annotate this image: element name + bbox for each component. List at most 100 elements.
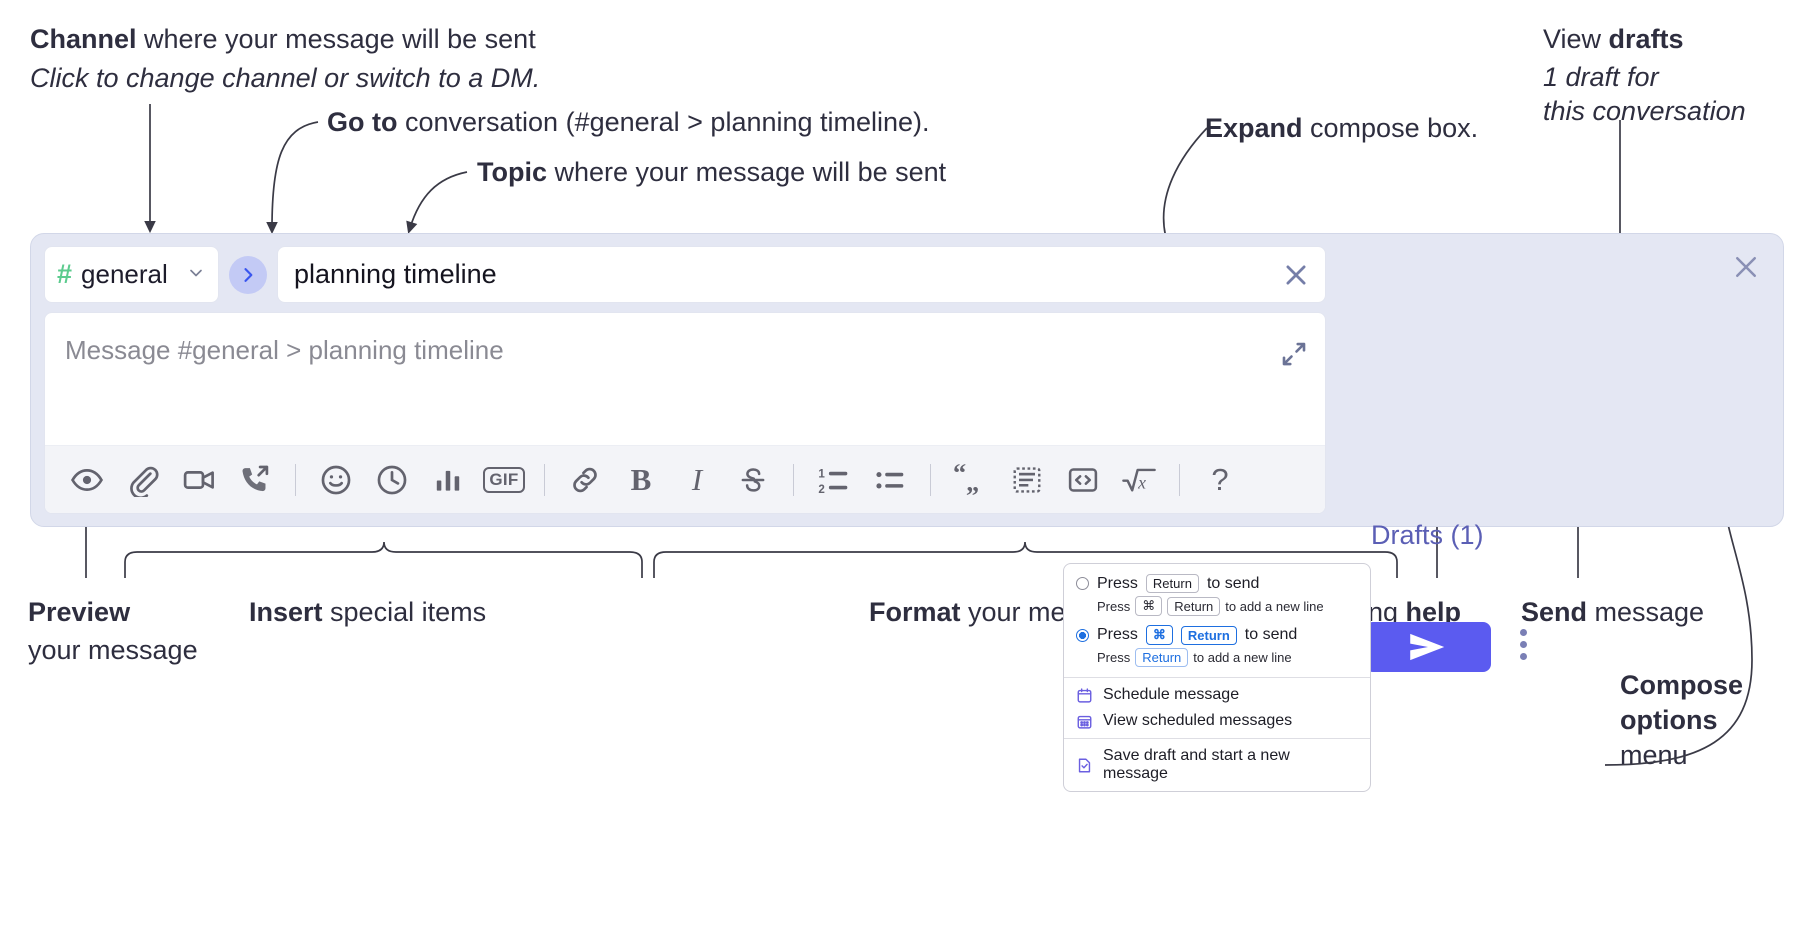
toolbar-divider — [793, 463, 794, 496]
annotation-expand-rest: compose box. — [1302, 113, 1479, 143]
link-icon — [573, 467, 597, 492]
question-mark-icon: ? — [1211, 461, 1229, 497]
drafts-link[interactable]: Drafts (1) — [1371, 520, 1484, 550]
goto-conversation-button[interactable] — [229, 255, 267, 294]
eye-icon — [70, 468, 104, 491]
italic-button[interactable]: I — [671, 454, 723, 506]
code-block-button[interactable] — [1001, 454, 1053, 506]
menu-item-save-draft[interactable]: Save draft and start a new message — [1064, 739, 1370, 791]
radio-selected[interactable] — [1076, 628, 1089, 642]
toolbar-divider — [1179, 463, 1180, 496]
annotation-channel-sub: Click to change channel or switch to a D… — [30, 62, 541, 93]
option1-sub-key1: ⌘ — [1135, 596, 1163, 616]
inline-code-button[interactable] — [1057, 454, 1109, 506]
channel-select[interactable]: # general — [44, 246, 219, 303]
toolbar-divider — [544, 463, 545, 496]
menu-item-schedule-message[interactable]: Schedule message — [1064, 678, 1370, 712]
option2-sub-post: to add a new line — [1193, 650, 1292, 665]
option2-sub-key: Return — [1135, 648, 1189, 667]
video-clip-button[interactable] — [173, 454, 225, 506]
annotation-compose-options-bold1: Compose — [1620, 670, 1744, 700]
audio-clip-button[interactable] — [229, 454, 281, 506]
gif-button[interactable]: GIF — [478, 454, 530, 506]
chevron-down-icon — [186, 259, 206, 290]
radio-unselected[interactable] — [1076, 577, 1089, 590]
message-placeholder: Message #general > planning timeline — [65, 335, 504, 365]
annotation-drafts-lead: View — [1543, 24, 1609, 54]
ellipsis-dot — [1519, 653, 1527, 660]
annotation-channel-bold: Channel — [30, 24, 137, 54]
option1-sub-pre: Press — [1097, 598, 1131, 614]
annotation-drafts-bold: drafts — [1608, 24, 1684, 54]
toolbar-divider — [295, 463, 296, 496]
send-paper-plane-icon — [1410, 633, 1445, 661]
svg-text:2: 2 — [818, 482, 824, 495]
svg-text:1: 1 — [818, 467, 825, 480]
option1-key: Return — [1145, 574, 1199, 593]
ordered-list-button[interactable]: 1 2 — [808, 454, 860, 506]
topic-field[interactable]: planning timeline — [277, 246, 1326, 303]
option2-sub-pre: Press — [1097, 650, 1131, 665]
annotation-goto-rest: conversation (#general > planning timeli… — [397, 107, 930, 137]
formatting-help-button[interactable]: ? — [1194, 454, 1246, 506]
paperclip-icon — [130, 466, 159, 497]
annotation-insert: Insert special items — [249, 595, 609, 630]
option1-post: to send — [1206, 574, 1260, 592]
math-button[interactable]: x — [1113, 454, 1165, 506]
annotation-send-rest: message — [1587, 597, 1705, 627]
compose-options-menu-button[interactable] — [1512, 629, 1534, 660]
strikethrough-button[interactable] — [727, 454, 779, 506]
option1-pre: Press — [1097, 574, 1138, 592]
hash-icon: # — [57, 259, 73, 289]
schedule-button[interactable] — [366, 454, 418, 506]
blockquote-button[interactable]: “ „ — [945, 454, 997, 506]
square-root-icon: x — [1122, 468, 1156, 492]
video-camera-icon — [183, 470, 214, 489]
message-input-box[interactable]: Message #general > planning timeline — [44, 312, 1326, 514]
annotation-compose-options: Compose options menu — [1620, 668, 1814, 773]
annotation-drafts: View drafts 1 draft for this conversatio… — [1543, 22, 1814, 129]
bold-button[interactable]: B — [615, 454, 667, 506]
code-block-icon — [1013, 466, 1041, 493]
annotation-preview-sub: your message — [28, 634, 198, 665]
code-brackets-icon — [1068, 467, 1098, 492]
bulleted-list-button[interactable] — [864, 454, 916, 506]
send-button[interactable] — [1365, 622, 1491, 672]
link-button[interactable] — [559, 454, 611, 506]
chevron-right-icon — [244, 267, 253, 282]
compose-panel: # general planning timeline M — [30, 233, 1784, 672]
attach-button[interactable] — [117, 454, 169, 506]
close-compose-icon[interactable] — [1731, 252, 1761, 287]
clear-topic-icon[interactable] — [1281, 260, 1311, 290]
annotation-compose-options-rest: menu — [1620, 740, 1688, 771]
annotation-topic-rest: where your message will be sent — [547, 157, 947, 187]
option-return-to-send[interactable]: Press Return to send — [1076, 574, 1358, 593]
quote-icon: “ „ — [953, 463, 979, 497]
option1-sub-key2: Return — [1167, 596, 1221, 616]
formatting-toolbar: GIF B I — [45, 445, 1325, 513]
annotation-topic-bold: Topic — [477, 157, 547, 187]
option1-sub-post: to add a new line — [1225, 598, 1324, 614]
option2-key2: Return — [1180, 625, 1237, 645]
option1-sub: Press ⌘ Return to add a new line — [1097, 596, 1358, 616]
calendar-grid-icon — [1076, 713, 1093, 730]
bulleted-list-icon — [876, 471, 904, 488]
preview-button[interactable] — [61, 454, 113, 506]
option2-pre: Press — [1097, 626, 1138, 643]
clock-icon — [377, 465, 407, 494]
expand-compose-icon[interactable] — [1279, 339, 1309, 374]
compose-inner: # general planning timeline M — [44, 246, 1326, 514]
numbered-list-icon: 1 2 — [818, 467, 848, 495]
poll-button[interactable] — [422, 454, 474, 506]
gif-label: GIF — [483, 466, 525, 493]
topic-value: planning timeline — [294, 259, 497, 289]
menu-item-view-scheduled-messages[interactable]: View scheduled messages — [1064, 712, 1370, 738]
emoji-button[interactable] — [310, 454, 362, 506]
option2-key1: ⌘ — [1145, 625, 1173, 645]
annotation-insert-bold: Insert — [249, 597, 323, 627]
option2-sub: Press Return to add a new line — [1097, 648, 1358, 667]
annotation-goto-bold: Go to — [327, 107, 398, 137]
option-cmd-return-to-send[interactable]: Press ⌘ Return to send — [1076, 625, 1358, 645]
strikethrough-icon — [741, 467, 765, 492]
annotation-expand-bold: Expand — [1205, 113, 1303, 143]
